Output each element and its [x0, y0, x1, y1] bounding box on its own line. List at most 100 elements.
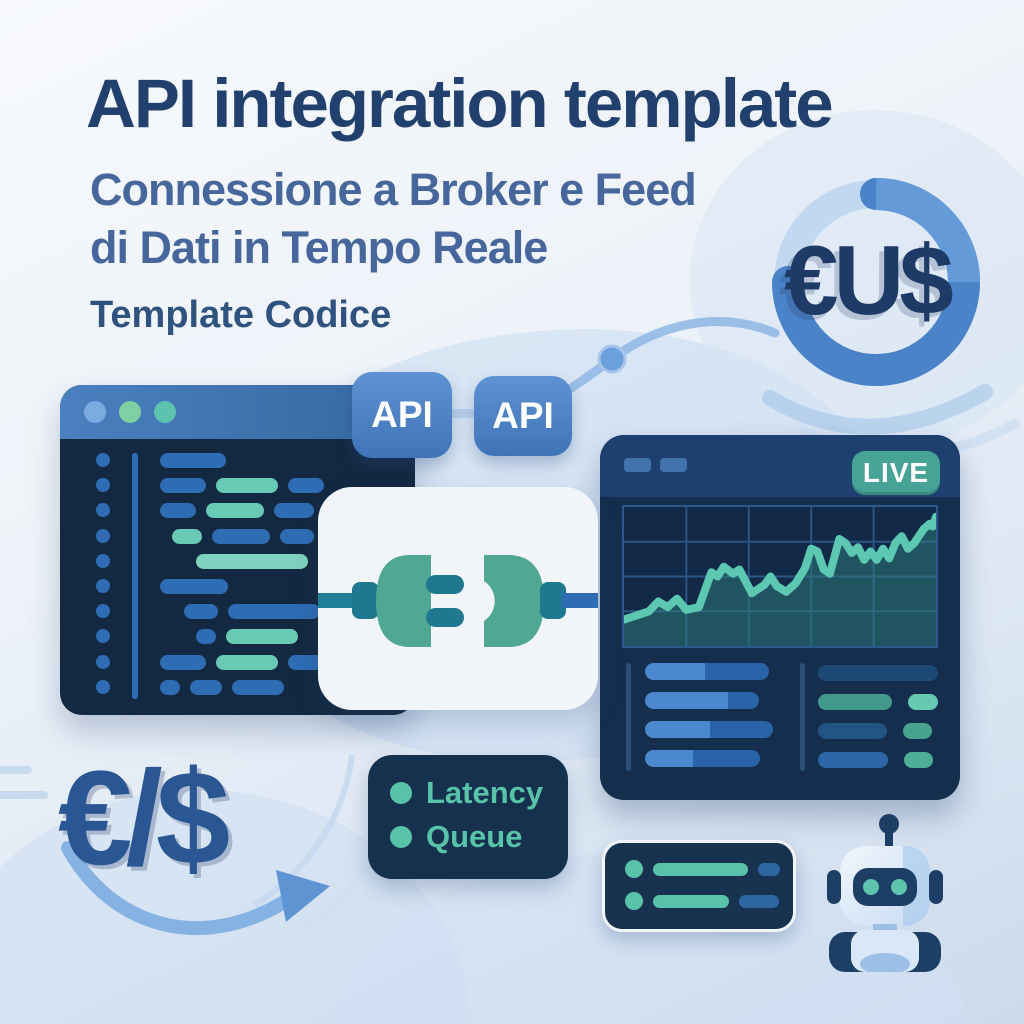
stats-row-pill — [904, 752, 933, 768]
subtitle-line-2: di Dati in Tempo Reale — [90, 222, 548, 273]
api-link-line — [450, 409, 476, 418]
plug-icon — [314, 555, 602, 647]
code-line-segment — [226, 629, 298, 645]
eur-usd-pair-label: €/$ — [58, 744, 230, 893]
message-dot-icon — [625, 892, 643, 910]
code-line-segment — [160, 453, 226, 468]
gutter-dot-icon — [96, 553, 110, 568]
metric-row: Latency — [390, 771, 568, 815]
connector-card — [314, 487, 602, 710]
code-line-segment — [288, 478, 324, 494]
message-bar — [653, 863, 748, 876]
stats-bar-highlight — [645, 721, 710, 738]
metric-dot-icon — [390, 782, 412, 804]
message-pill — [739, 895, 779, 908]
code-line-segment — [228, 604, 320, 620]
gutter-dot-icon — [96, 453, 110, 467]
robot-icon — [827, 814, 943, 972]
stats-bar-highlight — [645, 663, 705, 680]
metric-dot-icon — [390, 826, 412, 848]
subtitle-line-1: Connessione a Broker e Feed — [90, 164, 697, 215]
stats-row-bar — [818, 694, 892, 710]
code-line-segment — [274, 503, 314, 519]
code-line-segment — [184, 604, 218, 620]
code-line-segment — [196, 553, 308, 569]
code-line — [160, 453, 226, 468]
code-line — [160, 579, 228, 594]
code-line — [184, 604, 320, 620]
code-line-segment — [212, 528, 270, 544]
live-badge: LIVE — [852, 451, 940, 495]
metric-label: Queue — [426, 819, 523, 854]
code-line-segment — [160, 478, 206, 494]
page-title: API integration template — [86, 65, 834, 142]
api-badge-right: API — [474, 376, 572, 456]
message-pill — [758, 863, 780, 876]
market-data-window: LIVE — [600, 435, 960, 800]
code-line-segment — [216, 478, 278, 494]
code-line — [160, 679, 284, 695]
code-line — [172, 528, 314, 544]
window-control-icon — [624, 458, 651, 472]
stats-row-list — [818, 663, 948, 783]
list-separator — [800, 663, 805, 771]
code-area — [60, 439, 415, 715]
code-line-segment — [216, 654, 278, 670]
code-line — [160, 654, 324, 670]
flow-arrow-icon — [61, 841, 330, 936]
page-subtitle: Connessione a Broker e Feed di Dati in T… — [90, 161, 697, 277]
code-line-segment — [232, 679, 284, 695]
api-badge-left: API — [352, 372, 452, 458]
stats-row-pill — [903, 723, 932, 739]
code-line — [196, 553, 308, 569]
price-chart — [620, 505, 940, 648]
code-line-segment — [196, 629, 216, 645]
gutter-dot-icon — [96, 654, 110, 669]
stats-row-bar — [818, 665, 938, 681]
code-line — [196, 629, 298, 645]
gutter-dot-icon — [96, 629, 110, 644]
stats-bar-highlight — [645, 750, 693, 767]
window-dot-icon — [119, 401, 141, 423]
code-line-segment — [172, 528, 202, 544]
eur-usd-ring-label: €U$ — [784, 225, 954, 335]
code-line-segment — [160, 654, 206, 670]
gutter-dot-icon — [96, 503, 110, 518]
code-line-segment — [280, 528, 314, 544]
list-separator — [626, 663, 631, 771]
code-line — [160, 478, 324, 494]
message-card — [602, 840, 796, 932]
code-line-segment — [160, 503, 196, 519]
code-line-segment — [160, 579, 228, 594]
message-dot-icon — [625, 860, 643, 878]
stats-row-bar — [818, 752, 888, 768]
chart-titlebar: LIVE — [600, 435, 960, 497]
stats-row-bar — [818, 723, 887, 739]
metric-label: Latency — [426, 775, 544, 810]
window-control-icon — [660, 458, 687, 472]
code-line-segment — [160, 679, 180, 695]
window-dot-icon — [84, 401, 106, 423]
message-bar — [653, 895, 729, 908]
code-line-segment — [206, 503, 264, 519]
stats-bar — [645, 692, 759, 709]
stats-row-pill — [908, 694, 938, 710]
metric-row: Queue — [390, 815, 568, 859]
gutter-dot-icon — [96, 528, 110, 543]
tagline: Template Codice — [90, 294, 392, 336]
indent-guide — [132, 453, 138, 699]
gutter-dot-icon — [96, 604, 110, 619]
stats-bar — [645, 721, 773, 738]
code-line-segment — [288, 654, 324, 670]
code-line-segment — [190, 679, 222, 695]
stats-bar — [645, 750, 760, 767]
stats-bar — [645, 663, 769, 680]
gutter-dot-icon — [96, 478, 110, 493]
gutter-dot-icon — [96, 579, 110, 593]
node-dot-icon — [597, 344, 627, 374]
window-dot-icon — [154, 401, 176, 423]
currency-sync-ring-icon — [772, 178, 980, 386]
code-line — [160, 503, 314, 519]
